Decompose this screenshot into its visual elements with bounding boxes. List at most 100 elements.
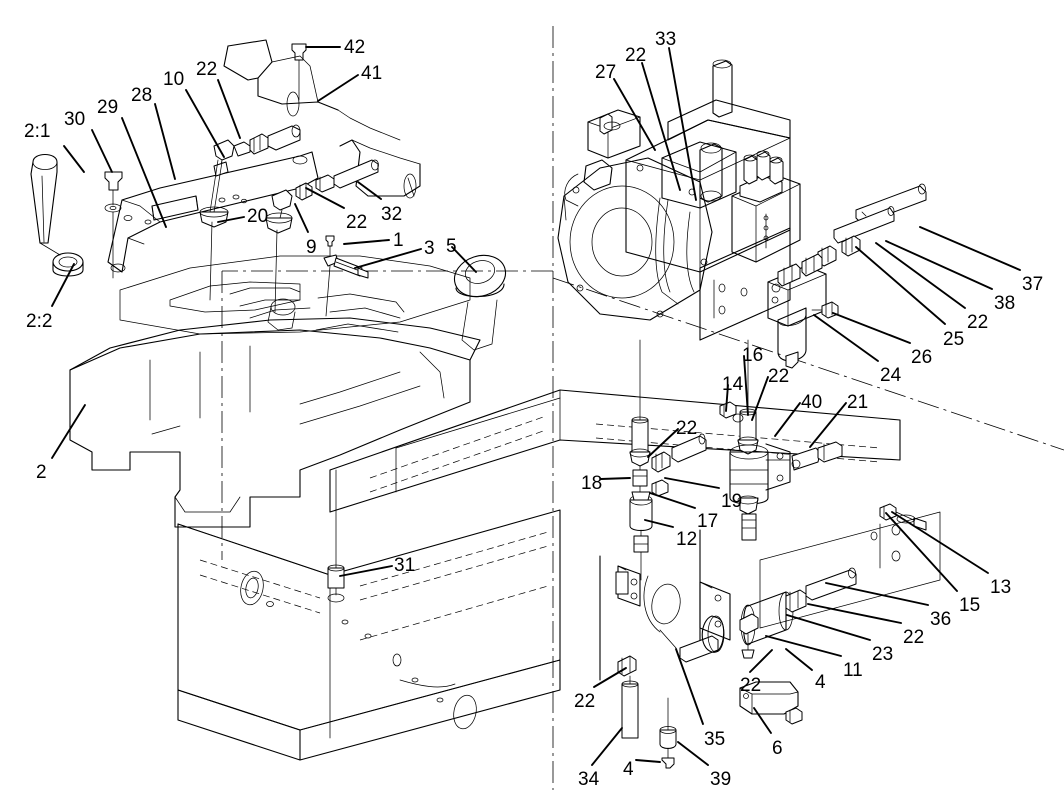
callout-number-35: 35 — [704, 729, 726, 750]
leader-line-24 — [813, 314, 879, 362]
leader-line-21 — [809, 402, 847, 448]
engine-hydraulic-assembly — [557, 59, 801, 341]
leader-line-31 — [339, 565, 393, 577]
tank-mount-bracket — [107, 151, 319, 273]
callout-number-5: 5 — [446, 236, 457, 257]
leader-line-3 — [354, 248, 422, 269]
leader-line-11 — [765, 635, 842, 657]
leader-line-23 — [786, 614, 871, 641]
section-center-lines — [221, 26, 1064, 790]
callout-number-38: 38 — [994, 293, 1016, 314]
leader-line-17 — [649, 492, 696, 509]
callout-number-11: 11 — [843, 660, 863, 681]
leader-line-36 — [825, 582, 929, 606]
callout-number-17: 17 — [697, 511, 719, 532]
grommet-5 — [453, 254, 507, 351]
leader-line-2-2 — [51, 263, 75, 307]
leader-line-34 — [591, 727, 623, 766]
callout-leader-lines — [51, 46, 1021, 766]
callout-number-2: 2 — [36, 462, 47, 483]
leader-line-9 — [294, 203, 309, 233]
leader-line-12 — [644, 519, 674, 528]
leader-line-1 — [343, 239, 390, 245]
callout-number-10: 10 — [163, 69, 185, 90]
callout-number-28: 28 — [131, 85, 153, 106]
deflector-shield-41 — [223, 39, 421, 199]
callout-number-2-1: 2:1 — [24, 121, 51, 142]
leader-line-40 — [774, 402, 801, 437]
callout-number-22: 22 — [676, 418, 698, 439]
leader-line-13 — [891, 511, 989, 574]
callout-number-25: 25 — [943, 329, 965, 350]
leader-line-18 — [600, 477, 631, 480]
leader-line-19 — [664, 477, 720, 489]
callout-number-22: 22 — [740, 675, 762, 696]
callout-number-24: 24 — [880, 365, 902, 386]
callout-number-6: 6 — [772, 738, 783, 759]
leader-line-28 — [154, 103, 176, 180]
leader-line-25 — [855, 246, 946, 325]
fuel-tank-assembly — [69, 255, 481, 528]
leader-line-39 — [677, 741, 709, 766]
fuel-line-left-vertical — [615, 339, 707, 607]
dipstick-handle — [30, 153, 84, 277]
callout-number-3: 3 — [424, 238, 435, 259]
leader-line-32 — [357, 181, 382, 200]
callout-number-34: 34 — [578, 769, 600, 790]
callout-number-21: 21 — [847, 392, 869, 413]
leader-line-29 — [121, 117, 167, 228]
callout-number-27: 27 — [595, 62, 617, 83]
callout-number-30: 30 — [64, 109, 86, 130]
leader-line-22 — [647, 428, 679, 458]
grommet-31 — [327, 469, 345, 603]
callout-number-4: 4 — [815, 672, 826, 693]
leader-line-2-1 — [63, 145, 85, 173]
leader-line-22 — [751, 376, 769, 421]
callout-number-13: 13 — [990, 577, 1012, 598]
callout-number-29: 29 — [97, 97, 119, 118]
callout-number-22: 22 — [967, 312, 989, 333]
leader-line-27 — [613, 78, 656, 151]
leader-line-35 — [675, 648, 704, 725]
callout-number-22: 22 — [574, 691, 596, 712]
leader-line-10 — [185, 89, 225, 158]
callout-number-4: 4 — [623, 759, 634, 780]
callout-number-15: 15 — [959, 595, 981, 616]
callout-number-41: 41 — [361, 63, 383, 84]
callout-number-31: 31 — [394, 555, 416, 576]
callout-number-36: 36 — [930, 609, 952, 630]
callout-number-37: 37 — [1022, 274, 1044, 295]
bolt-42 — [286, 43, 307, 117]
callout-number-16: 16 — [742, 345, 764, 366]
callout-number-18: 18 — [581, 473, 603, 494]
fitting-cluster-upper — [199, 124, 379, 313]
leader-line-5 — [451, 246, 477, 273]
leader-line-22 — [807, 603, 902, 624]
leader-line-20 — [217, 216, 245, 223]
fastener-stack-30-29 — [104, 171, 123, 279]
callout-number-22: 22 — [768, 366, 790, 387]
leader-line-4 — [635, 759, 661, 763]
leader-line-16 — [743, 355, 749, 416]
fitting-cluster-right — [777, 183, 927, 319]
callout-number-1: 1 — [393, 230, 404, 251]
callout-number-26: 26 — [911, 347, 933, 368]
filter-stack-center — [719, 339, 843, 541]
callout-number-19: 19 — [721, 491, 743, 512]
leader-line-22 — [217, 79, 241, 139]
leader-line-41 — [317, 74, 359, 102]
rod-assembly-1-3 — [323, 235, 369, 317]
leader-line-22 — [593, 667, 627, 688]
leader-line-22 — [641, 62, 681, 191]
callout-number-40: 40 — [801, 392, 823, 413]
callout-number-12: 12 — [676, 529, 698, 550]
leader-line-6 — [753, 707, 772, 734]
callout-number-22: 22 — [903, 627, 925, 648]
leader-line-26 — [832, 312, 911, 344]
leader-line-15 — [885, 512, 958, 592]
callout-number-2-2: 2:2 — [26, 311, 53, 332]
leader-line-37 — [919, 226, 1021, 271]
leader-line-4 — [785, 648, 813, 671]
